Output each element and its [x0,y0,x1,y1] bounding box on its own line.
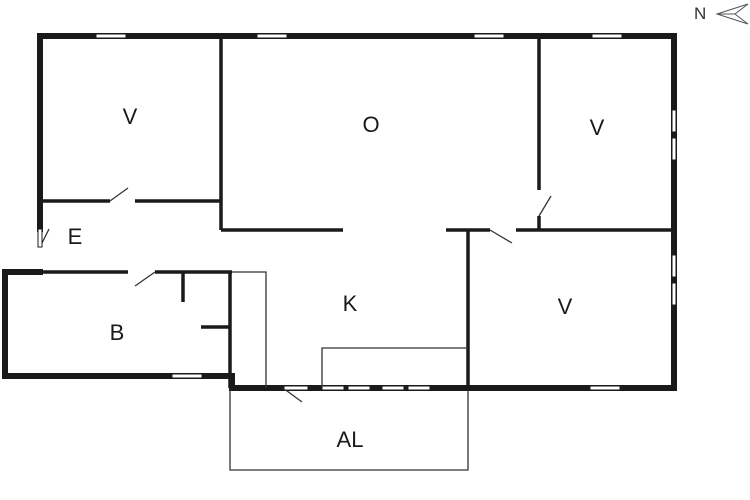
outer-walls [2,33,677,391]
north-arrow-icon [715,3,749,25]
room-label-b: B [109,320,125,345]
compass: N [690,2,750,26]
room-label-o: O [362,112,380,137]
interior-walls [40,36,674,388]
room-label-v3: V [557,294,573,319]
door-swings [39,187,552,403]
room-label-al: AL [336,427,364,452]
windows [37,33,677,391]
thin-lines [229,271,469,471]
room-label-v1: V [122,104,138,129]
room-label-e: E [67,224,83,249]
room-label-k: K [342,291,358,316]
room-label-v2: V [589,115,605,140]
compass-north-label: N [694,4,707,23]
